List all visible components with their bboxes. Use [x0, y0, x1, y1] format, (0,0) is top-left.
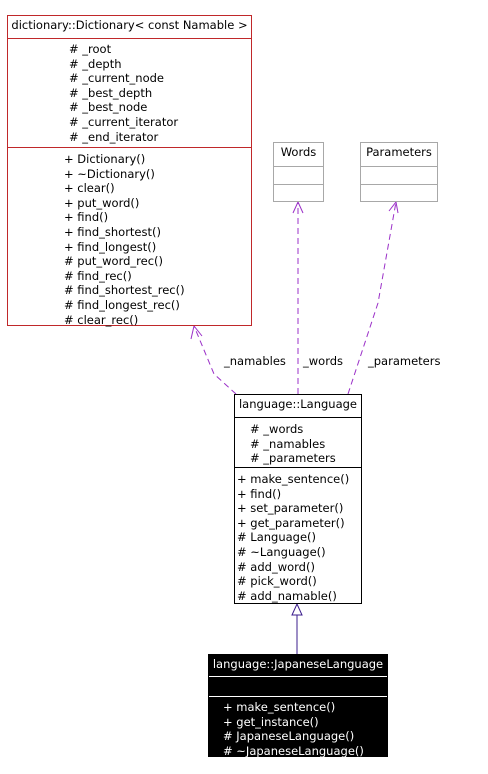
- language-method: # add_word(): [237, 559, 315, 574]
- language-class-title: language::Language: [238, 397, 358, 411]
- dictionary-method: # put_word_rec(): [64, 254, 164, 269]
- dictionary-method: # find_shortest_rec(): [64, 283, 185, 298]
- japanese-language-method: # JapaneseLanguage(): [223, 729, 355, 744]
- language-method: + get_parameter(): [237, 515, 345, 530]
- parameters-attributes: [361, 166, 437, 184]
- inheritance-arrowhead: [291, 602, 303, 616]
- dictionary-method: + ~Dictionary(): [64, 166, 155, 181]
- words-attributes: [274, 166, 323, 184]
- language-method: + set_parameter(): [237, 501, 344, 516]
- parameters-methods: [361, 184, 437, 203]
- parameters-class-box[interactable]: Parameters: [360, 142, 438, 202]
- language-attribute: # _words: [250, 422, 304, 436]
- language-attribute: # _parameters: [250, 451, 336, 466]
- japanese-language-method: + make_sentence(): [223, 700, 336, 714]
- edge-label-namables: _namables: [224, 354, 286, 368]
- dictionary-attribute: # _current_node: [69, 71, 164, 86]
- parameters-class-title: Parameters: [366, 145, 432, 159]
- dictionary-method: # find_longest_rec(): [64, 297, 180, 312]
- namables-association-line: [193, 325, 237, 395]
- dictionary-attribute: # _best_depth: [69, 85, 153, 100]
- dictionary-attribute: # _depth: [69, 56, 122, 71]
- dictionary-method: # clear_rec(): [64, 312, 139, 327]
- japanese-language-methods: + make_sentence() + get_instance() # Jap…: [209, 696, 387, 758]
- language-class-box[interactable]: language::Language # _words # _namables …: [234, 394, 362, 604]
- dictionary-method: + Dictionary(): [64, 152, 146, 166]
- japanese-language-class-title: language::JapaneseLanguage: [212, 657, 384, 671]
- japanese-language-method: + get_instance(): [223, 714, 319, 729]
- dictionary-attribute: # _root: [69, 42, 112, 56]
- dictionary-methods: + Dictionary() + ~Dictionary() + clear()…: [8, 147, 251, 327]
- dictionary-attributes: # _root # _depth # _current_node # _best…: [8, 38, 251, 147]
- dictionary-attribute: # _current_iterator: [69, 114, 179, 129]
- namables-arrowhead: [190, 324, 203, 340]
- dictionary-class-box[interactable]: dictionary::Dictionary< const Namable > …: [7, 15, 252, 327]
- dictionary-method: # find_rec(): [64, 268, 132, 283]
- words-methods: [274, 184, 323, 203]
- japanese-language-attributes: [209, 676, 387, 696]
- dictionary-class-title: dictionary::Dictionary< const Namable >: [11, 18, 248, 32]
- words-class-box[interactable]: Words: [273, 142, 324, 202]
- japanese-language-class-box[interactable]: language::JapaneseLanguage + make_senten…: [208, 654, 388, 758]
- dictionary-method: + find_longest(): [64, 239, 157, 254]
- language-methods: + make_sentence() + find() + set_paramet…: [235, 467, 361, 603]
- language-attribute: # _namables: [250, 436, 326, 451]
- language-attributes: # _words # _namables # _parameters: [235, 417, 361, 467]
- japanese-language-method: # ~JapaneseLanguage(): [223, 743, 364, 758]
- language-method: # pick_word(): [237, 574, 317, 589]
- words-arrowhead: [292, 200, 304, 214]
- dictionary-attribute: # _best_node: [69, 100, 148, 115]
- words-class-title: Words: [280, 145, 317, 159]
- language-method: # ~Language(): [237, 544, 326, 559]
- dictionary-method: + find_shortest(): [64, 224, 161, 239]
- language-method: + make_sentence(): [237, 472, 350, 486]
- dictionary-method: + find(): [64, 210, 109, 225]
- dictionary-attribute: # _end_iterator: [69, 129, 159, 144]
- edge-label-parameters: _parameters: [368, 354, 441, 368]
- dictionary-method: + put_word(): [64, 195, 140, 210]
- language-method: # add_namable(): [237, 588, 337, 603]
- dictionary-method: + clear(): [64, 181, 115, 196]
- language-method: # Language(): [237, 530, 317, 545]
- edge-label-words: _words: [303, 354, 344, 368]
- parameters-association-line: [347, 201, 397, 395]
- language-method: + find(): [237, 486, 282, 501]
- parameters-arrowhead: [388, 200, 399, 214]
